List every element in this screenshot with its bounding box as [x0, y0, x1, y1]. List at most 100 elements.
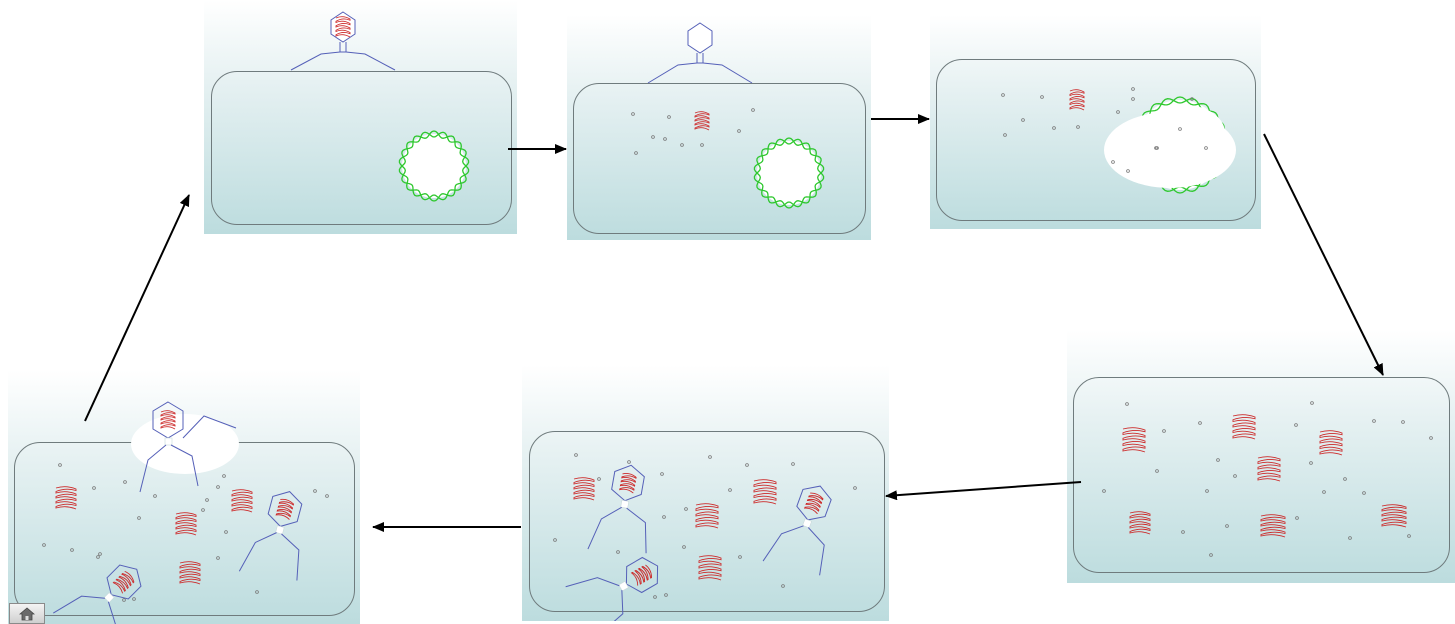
stage-replication-drawing	[1102, 401, 1433, 557]
nucleotide-dot	[1131, 87, 1135, 91]
stage-host-dna-degradation	[930, 15, 1261, 229]
phage-dna	[1129, 511, 1151, 535]
phage-tail-fiber	[762, 525, 804, 562]
nucleotide-dot	[1309, 461, 1313, 465]
home-button[interactable]	[9, 603, 45, 624]
nucleotide-dot	[682, 545, 686, 549]
home-icon	[19, 606, 35, 620]
stage-assembly-drawing	[553, 453, 857, 621]
nucleotide-dot	[1205, 489, 1209, 493]
nucleotide-dot	[651, 135, 655, 139]
phage-dna	[231, 489, 253, 513]
nucleotide-dot	[1401, 420, 1405, 424]
nucleotide-dot	[205, 498, 209, 502]
nucleoid-area	[757, 141, 821, 205]
host-cell	[529, 431, 885, 612]
nucleotide-dot	[1429, 436, 1433, 440]
host-cell	[936, 59, 1256, 221]
phage-dna	[573, 477, 595, 501]
phage-collar	[618, 580, 629, 592]
nucleotide-dot	[1322, 490, 1326, 494]
nucleotide-dot	[1204, 146, 1208, 150]
phage-tail-fiber	[170, 444, 199, 487]
phage-dna	[698, 555, 722, 581]
stage-injection-drawing	[631, 22, 825, 209]
assembled-phage	[565, 556, 659, 621]
nucleotide-dot	[224, 530, 228, 534]
phage-dna	[694, 111, 710, 131]
nucleotide-dot	[667, 115, 671, 119]
phage-tail-fiber	[807, 527, 825, 576]
nucleotide-dot	[1407, 534, 1411, 538]
phage-collar	[275, 525, 285, 535]
nucleotide-dot	[574, 453, 578, 457]
nucleotide-dot	[653, 595, 657, 599]
phage-dna	[630, 564, 653, 586]
nucleotide-dot	[255, 590, 259, 594]
nucleotide-dot	[222, 474, 226, 478]
phage-head	[611, 464, 645, 502]
nucleotide-dot	[1372, 419, 1376, 423]
nucleotide-dot	[1125, 402, 1129, 406]
host-cell	[1073, 377, 1450, 573]
stage-attachment-drawing	[290, 11, 470, 202]
phage-tail-fiber	[647, 62, 698, 84]
stage-replication	[1067, 330, 1455, 583]
nucleotide-dot	[1155, 146, 1159, 150]
nucleotide-dot	[1162, 429, 1166, 433]
nucleotide-dot	[122, 598, 126, 602]
assembled-phage	[238, 491, 303, 581]
nucleotide-dot	[781, 584, 785, 588]
nucleotide-dot	[1348, 536, 1352, 540]
phage-head	[267, 491, 303, 527]
arrow-replication-to-assembly	[885, 481, 1082, 501]
nucleotide-dot	[1021, 118, 1025, 122]
phage-tail-fiber	[587, 506, 622, 550]
nucleotide-dot	[728, 488, 732, 492]
phage-head	[687, 22, 713, 54]
nucleotide-dot	[123, 480, 127, 484]
nucleotide-dot	[1111, 160, 1115, 164]
nucleotide-dot	[1102, 489, 1106, 493]
nucleotide-dot	[1040, 95, 1044, 99]
nucleotide-dot	[791, 462, 795, 466]
phage-dna	[1260, 514, 1286, 538]
nucleotide-dot	[1052, 126, 1056, 130]
assembled-phage	[762, 485, 832, 576]
nucleotide-dot	[616, 550, 620, 554]
stage-lysis-release-drawing	[42, 401, 329, 624]
host-chromosome-strand	[753, 138, 825, 209]
phage-dna	[1122, 427, 1146, 453]
nucleotide-dot	[1076, 125, 1080, 129]
phage-tail-fiber	[139, 444, 167, 493]
phage-tail-fiber	[98, 601, 117, 624]
nucleotide-dot	[631, 112, 635, 116]
phage-tail-fiber	[702, 62, 753, 84]
stage-assembly	[522, 365, 889, 621]
nucleotide-dot	[216, 485, 220, 489]
nucleotide-dot	[1225, 524, 1229, 528]
nucleotide-dot	[853, 486, 857, 490]
phage-tail-fiber	[626, 507, 647, 554]
nucleotide-dot	[1116, 110, 1120, 114]
released-phage-tail	[182, 415, 237, 439]
nucleotide-dot	[92, 486, 96, 490]
phage-dna	[55, 486, 77, 510]
phage-dna	[1319, 430, 1343, 456]
phage-tail-fiber	[53, 595, 105, 614]
nucleotide-dot	[662, 515, 666, 519]
nucleotide-dot	[553, 538, 557, 542]
nucleotide-dot	[1131, 97, 1135, 101]
phage-dna	[275, 498, 295, 520]
phage-tail	[696, 53, 704, 64]
stage-host-dna-degradation-drawing	[1001, 87, 1236, 194]
nucleotide-dot	[627, 460, 631, 464]
lysed-area	[1145, 105, 1225, 161]
nucleotide-dot	[1294, 423, 1298, 427]
nucleotide-dot	[751, 108, 755, 112]
phage-tail-fiber	[281, 533, 300, 581]
phage-tail-fiber	[565, 577, 620, 588]
nucleotide-dot	[96, 555, 100, 559]
nucleotide-dot	[153, 494, 157, 498]
host-chromosome-strand	[398, 131, 470, 202]
